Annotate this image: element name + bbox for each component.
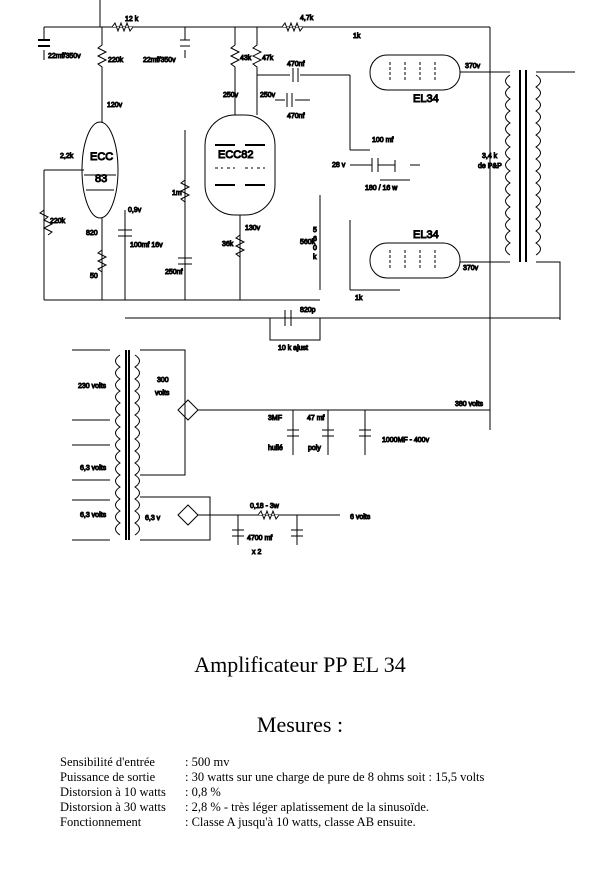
label-r50: 50 [90, 273, 98, 280]
measures-title: Mesures : [256, 712, 344, 737]
label-r43k: 43k [240, 55, 252, 62]
label-r36k: 36k [222, 241, 234, 248]
label-c820p: 820p [300, 307, 316, 314]
label-r1k-bot: 1k [355, 295, 363, 302]
label-r560-vertical-char: k [313, 254, 317, 261]
spec-value: : 0,8 % [185, 785, 221, 799]
label-v63b: 6,3 volts [80, 512, 107, 519]
spec-row: Distorsion à 10 watts : 0,8 % [60, 785, 484, 800]
spec-value: : 500 mv [185, 755, 230, 769]
label-v370-top: 370v [465, 63, 481, 70]
label-c1000: 1000MF - 400v [382, 437, 430, 444]
label-r560k: 560k [300, 239, 316, 246]
label-c4700: 4700 mf [247, 535, 272, 542]
spec-label: Distorsion à 10 watts [60, 785, 166, 799]
label-c250nf: 250nf [165, 269, 183, 276]
label-v300b: volts [155, 390, 170, 397]
label-c47: 47 mf [307, 415, 325, 422]
label-v230: 230 volts [78, 383, 107, 390]
tube-el34-bottom: EL34 [413, 229, 439, 241]
spec-row: Fonctionnement : Classe A jusqu'à 10 watt… [60, 815, 484, 830]
label-poly: poly [308, 445, 321, 452]
label-out-pp: de P&P [478, 163, 502, 170]
label-v250a: 250v [223, 92, 239, 99]
label-v130: 130v [245, 225, 261, 232]
label-r560-vertical-char: 0 [313, 245, 317, 252]
tube-el34-top: EL34 [413, 93, 439, 105]
label-out-imp: 3,4 k [482, 153, 498, 160]
tube-ecc83-line1: ECC [90, 151, 113, 163]
spec-value: : Classe A jusqu'à 10 watts, classe AB e… [185, 815, 416, 829]
label-r560-vertical-char: 5 [313, 227, 317, 234]
label-r12k: 12 k [125, 16, 139, 23]
label-v250b: 250v [260, 92, 276, 99]
label-r560-vertical-char: 6 [313, 236, 317, 243]
spec-row: Sensibilité d'entrée : 500 mv [60, 755, 484, 770]
label-v09: 0,9v [128, 207, 142, 214]
label-c470b: 470nf [287, 113, 305, 120]
label-x2: x 2 [252, 549, 261, 556]
label-r018: 0,18 - 3w [250, 503, 280, 510]
label-v6: 6 volts [350, 514, 371, 521]
label-v28: 28 v [332, 162, 346, 169]
label-r180: 180 / 16 w [365, 185, 398, 192]
label-v63a: 6,3 volts [80, 465, 107, 472]
spec-label: Distorsion à 30 watts [60, 800, 166, 814]
label-r2k2: 2,2k [60, 153, 74, 160]
amplifier-schematic: 12 k 4,7k 22mf/350v 22mf/350v 220k 43k 4… [38, 0, 575, 557]
tube-ecc82: ECC82 [218, 149, 253, 161]
label-v300a: 300 [157, 377, 169, 384]
spec-row: Distorsion à 30 watts : 2,8 % - très lége… [60, 800, 484, 815]
spec-value: : 30 watts sur une charge de pure de 8 o… [185, 770, 485, 784]
label-c100-16: 100mf 16v [130, 242, 163, 249]
label-r47k: 47k [262, 55, 274, 62]
label-huile: huilé [268, 445, 283, 452]
spec-label: Puissance de sortie [60, 770, 156, 784]
label-r10k: 10 k ajust [278, 345, 308, 352]
label-r1m: 1m [172, 190, 182, 197]
label-v120: 120v [107, 102, 123, 109]
spec-row: Puissance de sortie : 30 watts sur une ch… [60, 770, 484, 785]
specs-list: Sensibilité d'entrée : 500 mv Puissance d… [60, 755, 484, 830]
label-c100mf: 100 mf [372, 137, 393, 144]
label-v380: 380 volts [455, 401, 484, 408]
label-r4k7: 4,7k [300, 15, 314, 22]
spec-value: : 2,8 % - très léger aplatissement de la… [185, 800, 430, 814]
amplifier-title: Amplificateur PP EL 34 [194, 652, 406, 677]
label-c470a: 470nf [287, 61, 305, 68]
label-c3mf: 3MF [268, 415, 282, 422]
spec-label: Fonctionnement [60, 815, 142, 829]
label-r820: 820 [86, 230, 98, 237]
label-v63c: 6,3 v [145, 515, 161, 522]
label-v370-bot: 370v [463, 265, 479, 272]
label-r1k-top: 1k [353, 33, 361, 40]
label-c22b: 22mf/350v [143, 57, 176, 64]
label-r220k-in: 220k [50, 218, 66, 225]
spec-label: Sensibilité d'entrée [60, 755, 155, 769]
label-r220k-top: 220k [108, 57, 124, 64]
label-c22a: 22mf/350v [48, 53, 81, 60]
tube-ecc83-line2: 83 [95, 173, 107, 185]
